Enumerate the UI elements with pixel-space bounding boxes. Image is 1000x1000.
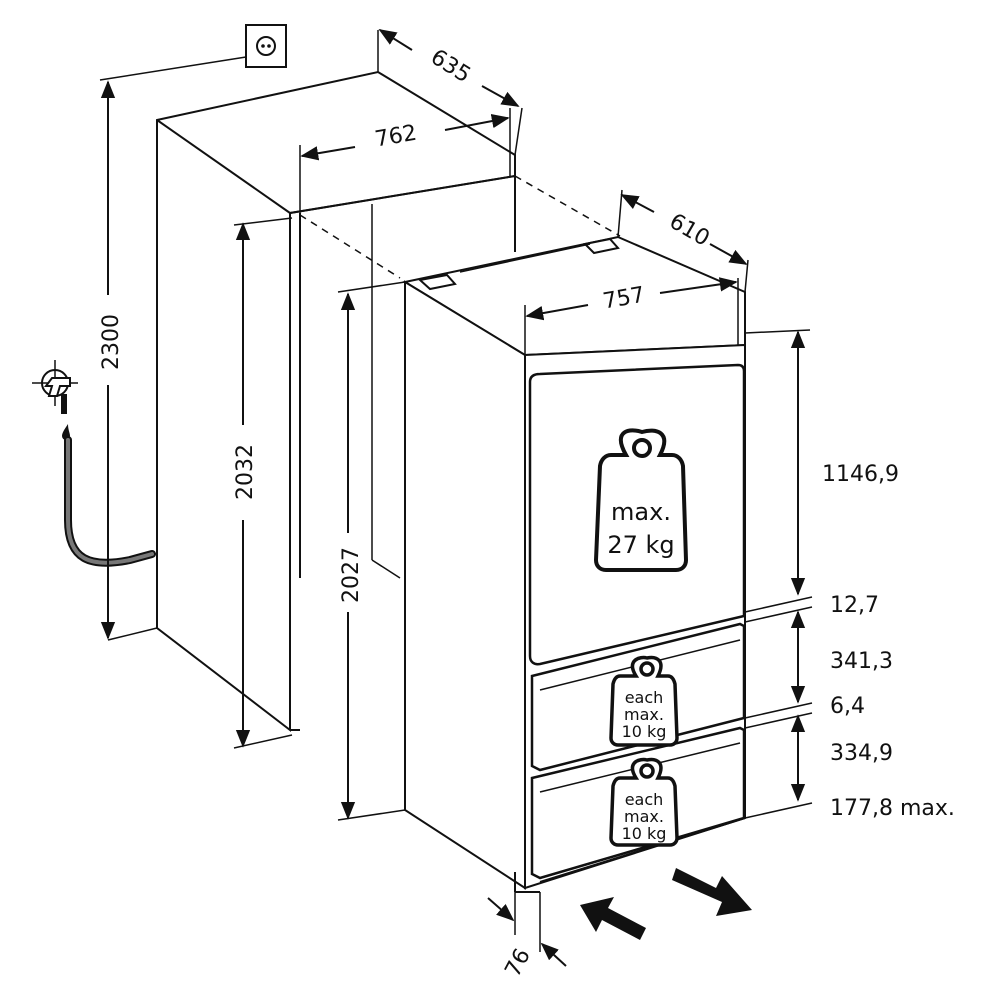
water-hose-inner — [66, 438, 154, 565]
label-12-7: 12,7 — [830, 593, 879, 618]
dim-gap-1: 12,7 — [744, 593, 879, 623]
weight-icon: each max. 10 kg — [609, 757, 679, 847]
water-hose — [64, 436, 156, 567]
dim-niche-total-height: 2300 — [99, 56, 247, 641]
label-341-3: 341,3 — [830, 649, 893, 674]
dim-door-upper: 1146,9 — [744, 329, 899, 613]
dim-appliance-height: 2027 — [337, 281, 406, 821]
label-1146-9: 1146,9 — [822, 462, 899, 487]
drawer2-weight-line2: max. — [624, 807, 664, 826]
label-635: 635 — [426, 45, 475, 88]
label-334-9: 334,9 — [830, 741, 893, 766]
upper-weight-line1: max. — [611, 498, 671, 526]
dim-door-offset: 76 — [487, 892, 567, 981]
dim-drawer-1: 341,3 — [744, 610, 893, 719]
dim-plinth: 177,8 max. — [830, 796, 955, 821]
label-6-4: 6,4 — [830, 694, 865, 719]
weight-icon: each max. 10 kg — [609, 655, 679, 747]
label-76: 76 — [501, 945, 536, 981]
drawer1-weight-line2: max. — [624, 705, 664, 724]
dim-drawer-2: 334,9 — [744, 714, 893, 819]
drawer1-weight-line1: each — [625, 688, 664, 707]
dim-gap-2: 6,4 — [744, 694, 865, 729]
weight-icon: max. 27 kg — [593, 428, 689, 572]
arrow-in-icon — [580, 897, 646, 940]
dim-appliance-width: 757 — [524, 277, 739, 355]
drawer2-weight-line1: each — [625, 790, 664, 809]
drawer1-weight-line3: 10 kg — [622, 722, 667, 741]
arrow-out-icon — [672, 868, 752, 916]
dim-niche-width: 762 — [299, 108, 511, 213]
label-177-8: 177,8 max. — [830, 796, 955, 821]
water-tap-icon — [32, 360, 78, 440]
upper-weight-line2: 27 kg — [607, 531, 674, 559]
label-2032: 2032 — [233, 444, 258, 500]
label-2027: 2027 — [339, 547, 364, 603]
drawer2-weight-line3: 10 kg — [622, 824, 667, 843]
label-610: 610 — [665, 209, 714, 252]
dim-niche-height: 2032 — [233, 217, 293, 749]
socket-icon — [245, 24, 287, 68]
label-2300: 2300 — [99, 314, 124, 370]
